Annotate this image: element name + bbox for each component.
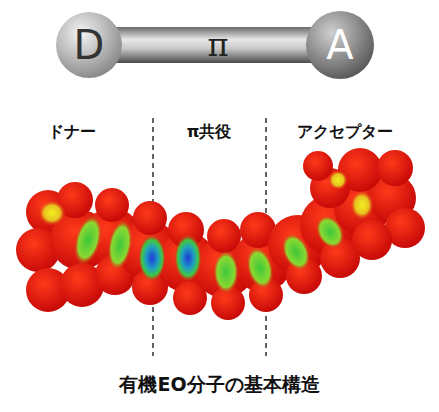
region-label: アクセプター (297, 122, 393, 143)
end-group: D (56, 12, 122, 78)
region-label: ドナー (48, 122, 96, 143)
figure-caption: 有機EO分子の基本構造 (119, 372, 319, 398)
region-label: π共役 (187, 122, 232, 143)
surface-potential (38, 170, 374, 294)
node-label: D (74, 22, 105, 68)
node-label: π (207, 26, 228, 64)
end-group: A (306, 11, 374, 79)
surface-body (16, 148, 425, 320)
node-label: A (326, 22, 353, 68)
pi-bridge: π (98, 27, 328, 63)
